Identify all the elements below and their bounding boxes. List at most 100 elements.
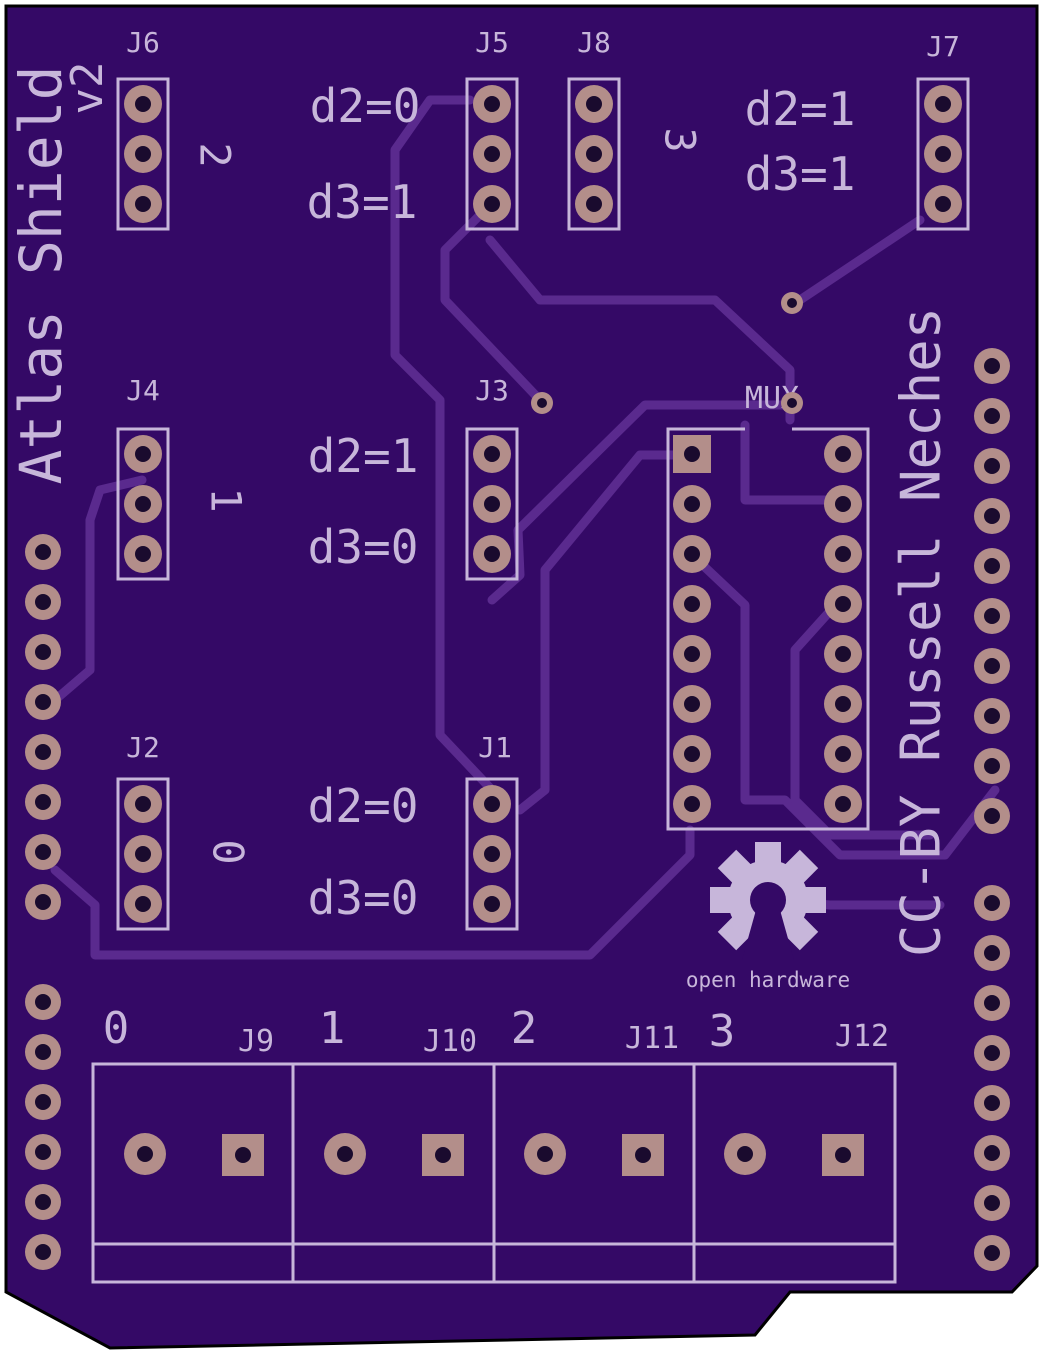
header-pin-hole — [484, 896, 500, 912]
terminal-j9-ref: J9 — [238, 1024, 274, 1059]
header-pin-hole — [484, 496, 500, 512]
edge-pad-hole — [35, 1244, 51, 1260]
header-j1-ref: J1 — [478, 731, 512, 764]
edge-pad-hole — [35, 1044, 51, 1060]
edge-pad-hole — [984, 708, 1000, 724]
header-pin-hole — [135, 846, 151, 862]
edge-pad-hole — [984, 945, 1000, 961]
header-pin-hole — [586, 146, 602, 162]
header-pin-hole — [484, 96, 500, 112]
mux-pin-hole — [684, 496, 700, 512]
header-j2-ref: J2 — [126, 731, 160, 764]
edge-pad-hole — [984, 508, 1000, 524]
edge-pad-hole — [35, 544, 51, 560]
mux-ic: MUX — [666, 381, 870, 831]
header-pins — [124, 85, 162, 223]
edge-pad-hole — [984, 1145, 1000, 1161]
right-edge-pads-upper — [974, 348, 1010, 834]
j7-d2-label: d2=1 — [745, 82, 856, 136]
header-pin-hole — [935, 146, 951, 162]
edge-pad-hole — [35, 594, 51, 610]
mux-pin-hole — [684, 796, 700, 812]
edge-pad-hole — [984, 358, 1000, 374]
channel-1-label: 1 — [202, 487, 251, 512]
left-edge-pads-upper — [25, 534, 61, 920]
left-edge-pads-lower — [25, 984, 61, 1270]
header-pin-hole — [135, 496, 151, 512]
edge-pad-hole — [984, 758, 1000, 774]
terminal-j12: 3 J12 — [709, 1006, 889, 1176]
header-j3-ref: J3 — [475, 374, 509, 407]
j1-d2-label: d2=0 — [308, 779, 419, 833]
edge-pad-hole — [35, 744, 51, 760]
edge-pad-hole — [984, 658, 1000, 674]
header-pin-hole — [935, 196, 951, 212]
j3-d2-label: d2=1 — [308, 429, 419, 483]
oshw-caption: open hardware — [686, 968, 850, 992]
edge-pad-hole — [35, 1144, 51, 1160]
edge-pad-hole — [35, 694, 51, 710]
header-pin-hole — [484, 446, 500, 462]
header-j7: J7 d2=1 d3=1 — [745, 30, 970, 231]
header-pin-hole — [135, 96, 151, 112]
mux-pin-hole — [835, 446, 851, 462]
edge-pad-hole — [35, 644, 51, 660]
header-j6: J6 2 — [116, 26, 240, 231]
header-pin-hole — [484, 546, 500, 562]
header-pins — [124, 785, 162, 923]
terminal-j11-channel: 2 — [511, 1003, 538, 1054]
edge-pad-hole — [984, 1045, 1000, 1061]
edge-pad-hole — [35, 1194, 51, 1210]
header-pin-hole — [484, 146, 500, 162]
mux-pin-hole — [684, 696, 700, 712]
board-substrate — [4, 4, 1039, 1350]
terminal-block: 0 J9 1 J10 2 J11 3 J12 — [91, 1003, 897, 1284]
header-pin-hole — [484, 796, 500, 812]
edge-pad-hole — [984, 608, 1000, 624]
edge-pad-hole — [984, 408, 1000, 424]
board-credit: CC-BY Russell Neches — [890, 307, 953, 957]
terminal-j11-ref: J11 — [625, 1021, 679, 1056]
mux-pin-hole — [835, 496, 851, 512]
terminal-j10-channel: 1 — [319, 1003, 346, 1054]
channel-0-label: 0 — [204, 839, 253, 864]
header-pin-hole — [586, 196, 602, 212]
board-title: Atlas Shield — [7, 65, 75, 484]
right-edge-pads-lower — [974, 885, 1010, 1271]
header-pins — [575, 85, 613, 223]
edge-pad-hole — [984, 1195, 1000, 1211]
mux-pin-hole — [835, 746, 851, 762]
header-j4-ref: J4 — [126, 374, 160, 407]
header-pin-hole — [135, 796, 151, 812]
edge-pad-hole — [984, 808, 1000, 824]
header-pin-hole — [586, 96, 602, 112]
header-j5: J5 d2=0 d3=1 — [307, 26, 519, 231]
mux-pin-1-hole — [684, 446, 700, 462]
terminal-j12-channel: 3 — [709, 1006, 736, 1057]
header-j6-ref: J6 — [126, 26, 160, 59]
edge-pad-hole — [984, 995, 1000, 1011]
j5-d2-label: d2=0 — [310, 79, 421, 133]
j3-d3-label: d3=0 — [308, 520, 419, 574]
header-pin-hole — [135, 196, 151, 212]
header-j8: J8 3 — [567, 26, 705, 231]
header-pin-hole — [135, 446, 151, 462]
vias — [531, 292, 803, 414]
edge-pad-hole — [35, 794, 51, 810]
mux-pin-hole — [835, 546, 851, 562]
terminal-j10-ref: J10 — [423, 1024, 477, 1059]
edge-pad-hole — [35, 1094, 51, 1110]
channel-2-label: 2 — [191, 142, 240, 167]
board-version: v2 — [62, 62, 113, 115]
edge-pad-hole — [984, 1095, 1000, 1111]
header-j3: J3 d2=1 d3=0 — [308, 374, 519, 581]
header-pin-hole — [935, 96, 951, 112]
mux-pin-hole — [835, 596, 851, 612]
terminal-j12-ref: J12 — [835, 1019, 889, 1054]
header-j7-ref: J7 — [926, 30, 960, 63]
header-pin-hole — [135, 546, 151, 562]
header-j8-ref: J8 — [577, 26, 611, 59]
edge-pad-hole — [984, 895, 1000, 911]
j5-d3-label: d3=1 — [307, 175, 418, 229]
